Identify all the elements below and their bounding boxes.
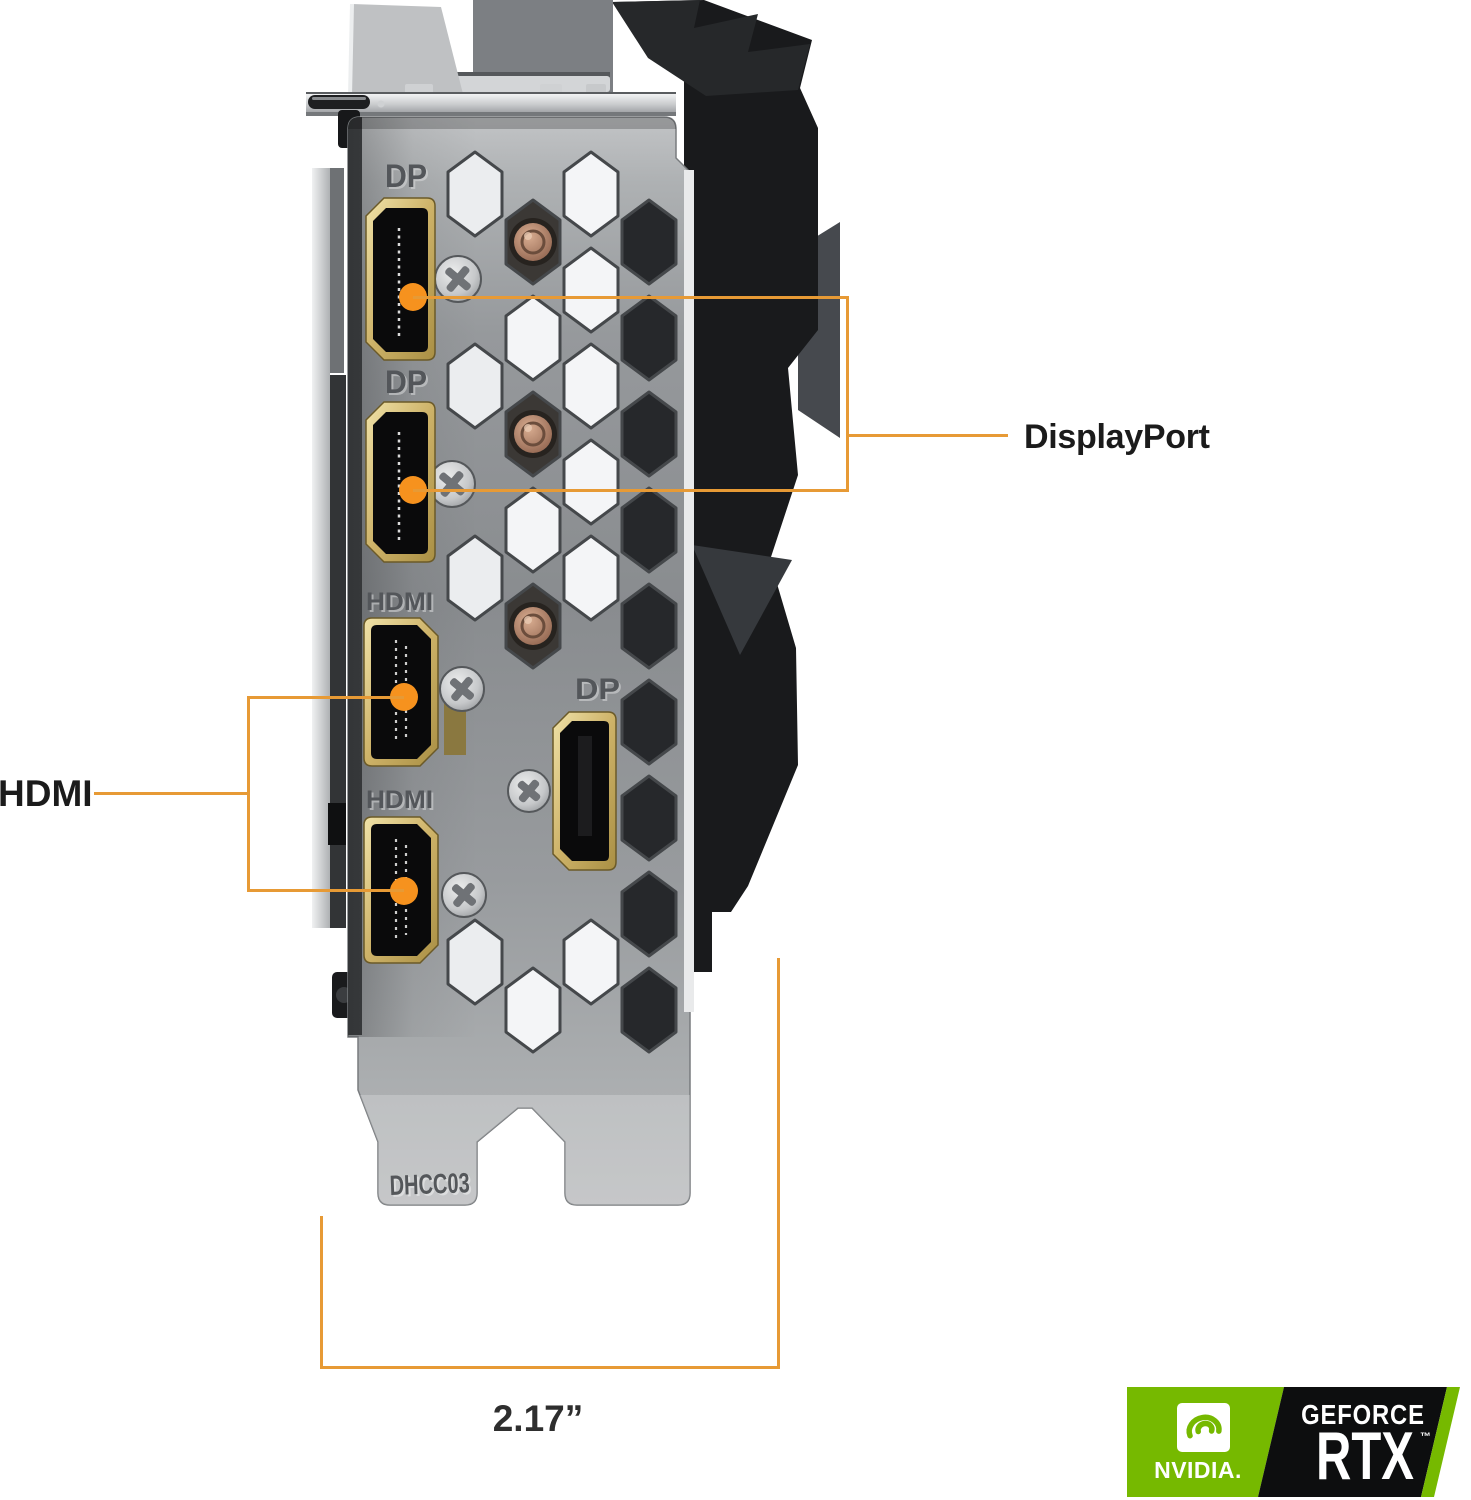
hdmi-callout-line-vertical [247, 696, 250, 892]
dimension-label: 2.17” [492, 1398, 584, 1439]
svg-text:HDMI: HDMI [366, 588, 433, 616]
dimension-line-bottom [320, 1366, 780, 1369]
backplate [348, 0, 613, 97]
tm-mark: ™ [1420, 1431, 1431, 1443]
dimension-line-left [320, 1216, 323, 1369]
bracket-flange [306, 84, 676, 116]
port-label-dp2: DP DP [385, 364, 429, 402]
svg-text:HDMI: HDMI [366, 786, 433, 814]
displayport-callout-line-vertical [846, 296, 849, 492]
shroud-facet [692, 545, 792, 655]
svg-text:DP: DP [385, 364, 427, 400]
rtx-label: RTX [1316, 1418, 1414, 1494]
hdmi-label: HDMI [0, 773, 93, 814]
screw-3 [439, 666, 485, 712]
hdmi-callout-line-top [247, 696, 404, 699]
displayport-port-3 [552, 711, 617, 871]
displayport-label: DisplayPort [1024, 418, 1210, 456]
hdmi-callout-line-bottom [247, 889, 404, 892]
svg-text:DP: DP [385, 158, 427, 194]
displayport-callout-line-top [413, 296, 849, 299]
port-labels: DP DP DP DP HDMI HDMI DP DP HDMI HDMI DH… [366, 158, 622, 1203]
port-label-hdmi2: HDMI HDMI [366, 786, 435, 816]
displayport-callout-line-bottom [413, 489, 849, 492]
port-label-dp1: DP DP [385, 158, 429, 196]
dimension-line-right [777, 958, 780, 1369]
nvidia-rtx-badge: NVIDIA. GEFORCE RTX ™ [1127, 1387, 1471, 1497]
bracket-edge-highlight [684, 170, 694, 1012]
svg-text:DHCC03: DHCC03 [391, 1169, 472, 1203]
displayport-callout-line-mid [846, 434, 1008, 437]
port-label-hdmi1: HDMI HDMI [366, 588, 435, 618]
side-strip [312, 168, 356, 1018]
screw-5 [441, 872, 487, 918]
svg-text:DP: DP [577, 675, 622, 708]
svg-text:DHCC03: DHCC03 [389, 1167, 470, 1201]
nvidia-wordmark: NVIDIA. [1154, 1457, 1242, 1483]
gpu-shroud [612, 0, 840, 972]
hdmi-callout-line-mid [94, 792, 247, 795]
shroud-body [612, 0, 818, 972]
serial-stamp: DHCC03 DHCC03 [389, 1167, 472, 1203]
pcb-glimpse [444, 700, 466, 755]
geforce-label: GEFORCE [1301, 1399, 1425, 1430]
svg-text:DP: DP [575, 673, 620, 706]
nvidia-eye-icon [1177, 1403, 1230, 1452]
screw-2 [428, 460, 476, 508]
svg-text:DP: DP [387, 366, 429, 402]
svg-text:DP: DP [387, 160, 429, 196]
shroud-top-facets [612, 0, 810, 96]
svg-text:HDMI: HDMI [368, 590, 435, 618]
hex-vents [446, 150, 678, 1054]
displayport-port-1 [365, 197, 436, 361]
screw-4 [507, 769, 551, 813]
svg-text:HDMI: HDMI [368, 788, 435, 816]
screw-1 [434, 255, 482, 303]
port-label-dp3: DP DP [575, 673, 622, 708]
badge-black-panel [1258, 1387, 1447, 1497]
